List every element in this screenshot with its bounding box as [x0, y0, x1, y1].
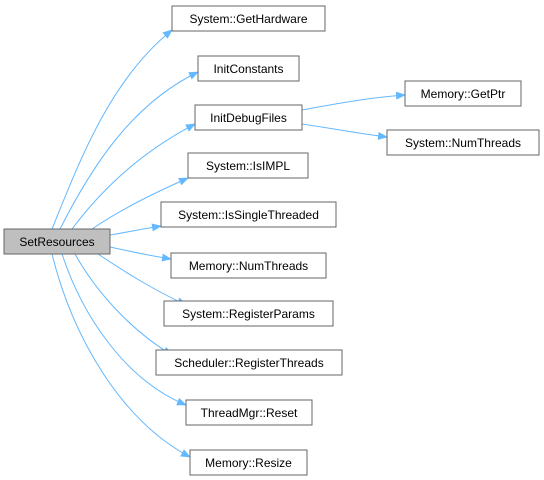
node-get-hardware[interactable]: System::GetHardware: [171, 5, 326, 32]
node-is-impl-label: System::IsIMPL: [206, 159, 290, 173]
edge-set-resources-to-get-hardware: [51, 29, 173, 230]
node-set-resources[interactable]: SetResources: [3, 228, 111, 255]
node-get-ptr-label: Memory::GetPtr: [421, 87, 506, 101]
edge-set-resources-to-init-constants: [59, 71, 199, 230]
node-init-debug-files-label: InitDebugFiles: [210, 111, 287, 125]
node-memory-resize-label: Memory::Resize: [205, 456, 292, 470]
edge-set-resources-to-memory-resize: [51, 253, 191, 458]
node-get-ptr[interactable]: Memory::GetPtr: [404, 80, 522, 107]
node-register-threads[interactable]: Scheduler::RegisterThreads: [155, 349, 343, 376]
edge-set-resources-to-is-single-threaded: [109, 223, 162, 236]
edge-set-resources-to-memory-num-threads: [109, 246, 172, 262]
node-memory-num-threads-label: Memory::NumThreads: [189, 259, 308, 273]
node-register-threads-label: Scheduler::RegisterThreads: [174, 356, 323, 370]
edge-set-resources-to-register-threads: [74, 253, 173, 356]
node-register-params-label: System::RegisterParams: [182, 307, 315, 321]
node-memory-num-threads[interactable]: Memory::NumThreads: [170, 252, 327, 279]
node-thread-mgr-reset-label: ThreadMgr::Reset: [201, 406, 298, 420]
node-is-single-threaded[interactable]: System::IsSingleThreaded: [160, 201, 337, 228]
node-get-hardware-label: System::GetHardware: [189, 12, 307, 26]
node-system-num-threads[interactable]: System::NumThreads: [386, 129, 540, 156]
node-is-single-threaded-label: System::IsSingleThreaded: [178, 208, 319, 222]
node-init-constants-label: InitConstants: [213, 62, 283, 76]
node-memory-resize[interactable]: Memory::Resize: [189, 449, 308, 476]
node-set-resources-label: SetResources: [19, 235, 94, 249]
node-thread-mgr-reset[interactable]: ThreadMgr::Reset: [185, 399, 313, 426]
edge-set-resources-to-register-params: [97, 253, 187, 306]
node-is-impl[interactable]: System::IsIMPL: [187, 152, 309, 179]
edge-init-debug-files-to-system-num-threads: [301, 123, 388, 140]
edge-init-debug-files-to-get-ptr: [301, 91, 406, 111]
node-register-params[interactable]: System::RegisterParams: [163, 300, 334, 327]
edge-set-resources-to-is-impl: [91, 177, 189, 230]
node-init-debug-files[interactable]: InitDebugFiles: [194, 104, 303, 131]
edge-set-resources-to-thread-mgr-reset: [61, 253, 187, 406]
node-init-constants[interactable]: InitConstants: [197, 55, 300, 82]
node-system-num-threads-label: System::NumThreads: [405, 136, 521, 150]
edge-set-resources-to-init-debug-files: [71, 123, 196, 230]
